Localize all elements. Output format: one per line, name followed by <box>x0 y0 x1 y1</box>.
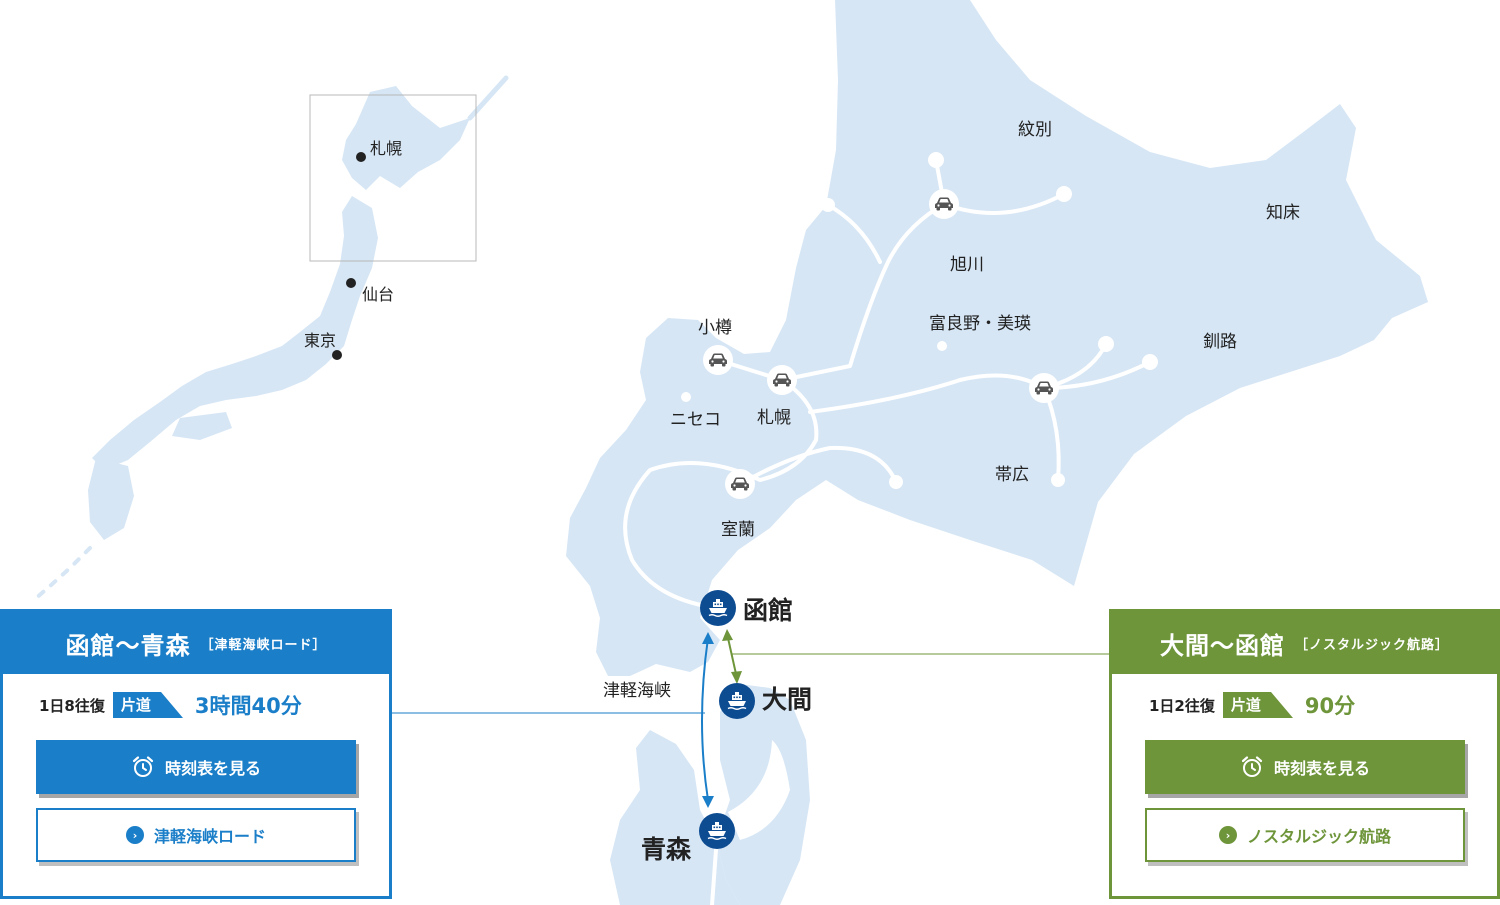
road-hakodate-loop <box>623 378 819 610</box>
route-panel-header: 函館～青森 ［津軽海峡ロード］ <box>3 612 389 674</box>
overview-kuril-islands <box>467 75 509 121</box>
route-frequency: 1日8往復 <box>39 696 105 715</box>
junction-dot <box>1098 336 1114 352</box>
arrowhead-green-top <box>722 629 733 641</box>
chevron-right-icon: › <box>125 826 144 844</box>
port-markers: 函館 大間 青森 <box>641 590 812 864</box>
arrowhead-green-bottom <box>731 671 742 684</box>
chevron-right-icon: › <box>1218 826 1237 844</box>
place-label-asahikawa: 旭川 <box>950 255 984 275</box>
junction-dot <box>928 152 944 168</box>
overview-city-dot <box>332 350 342 360</box>
mutsu-bay <box>728 740 790 840</box>
ferry-route-oma-hakodate <box>727 637 737 675</box>
car-marker-muroran <box>725 469 755 499</box>
route-link-button[interactable]: › ノスタルジック航路 <box>1145 808 1465 862</box>
place-label-tsugaru-strait: 津軽海峡 <box>603 681 671 701</box>
port-label-aomori: 青森 <box>641 835 692 864</box>
car-marker-obihiro <box>1029 373 1059 403</box>
overview-map: 札幌 仙台 東京 <box>32 75 509 602</box>
port-marker-aomori <box>699 813 735 849</box>
junction-dot <box>1051 473 1065 487</box>
timetable-button[interactable]: 時刻表を見る <box>1145 740 1465 794</box>
route-panel-oma-hakodate: 大間～函館 ［ノスタルジック航路］ 1日2往復 片道 90分 時刻表を見る › … <box>1109 609 1500 899</box>
junction-dot <box>889 475 903 489</box>
place-label-shiretoko: 知床 <box>1266 203 1300 223</box>
car-marker-asahikawa <box>929 189 959 219</box>
route-subtitle: ［津軽海峡ロード］ <box>200 637 327 653</box>
place-label-obihiro: 帯広 <box>995 465 1029 485</box>
arrowhead-blue-bottom <box>702 796 714 808</box>
ferry-routes <box>392 629 1109 808</box>
overview-city-label: 仙台 <box>362 285 394 304</box>
place-label-monbetsu: 紋別 <box>1018 120 1052 140</box>
junctions <box>821 152 1158 489</box>
junction-dot <box>1056 186 1072 202</box>
overview-city-label: 札幌 <box>370 139 402 158</box>
port-marker-oma <box>719 683 755 719</box>
place-label-niseko: ニセコ <box>670 410 721 430</box>
junction-dot <box>1142 354 1158 370</box>
place-label-sapporo: 札幌 <box>757 408 791 428</box>
port-label-hakodate: 函館 <box>743 596 793 625</box>
junction-dot <box>821 198 835 212</box>
route-subtitle: ［ノスタルジック航路］ <box>1294 637 1449 653</box>
route-duration: 90分 <box>1304 694 1356 718</box>
overview-ryukyu-islands <box>32 546 92 602</box>
route-link-button[interactable]: › 津軽海峡ロード <box>36 808 356 862</box>
route-panel-header: 大間～函館 ［ノスタルジック航路］ <box>1112 612 1497 674</box>
port-marker-hakodate <box>700 590 736 626</box>
place-dot <box>681 392 691 402</box>
road-aomori-south <box>710 848 718 905</box>
place-labels: 紋別 知床 旭川 富良野・美瑛 釧路 小樽 ニセコ 札幌 帯広 室蘭 津軽海峡 <box>603 120 1300 701</box>
route-info: 1日8往復 片道 3時間40分 <box>3 674 389 736</box>
road-muroran-link <box>738 445 898 486</box>
place-label-muroran: 室蘭 <box>721 520 755 540</box>
overview-city-dot <box>346 278 356 288</box>
arrowhead-blue-top <box>702 632 714 644</box>
overview-city-dot <box>356 152 366 162</box>
hokkaido-land <box>566 0 1428 676</box>
ferry-route-hakodate-aomori <box>701 637 709 801</box>
overview-honshu <box>92 196 378 470</box>
overview-highlight-box <box>309 94 477 262</box>
timetable-button[interactable]: 時刻表を見る <box>36 740 356 794</box>
route-link-label: ノスタルジック航路 <box>1246 827 1391 846</box>
route-link-label: 津軽海峡ロード <box>153 827 266 846</box>
overview-kyushu <box>88 458 134 540</box>
route-title: 大間～函館 <box>1159 631 1285 660</box>
place-label-kushiro: 釧路 <box>1203 332 1237 352</box>
timetable-button-label: 時刻表を見る <box>1273 759 1370 778</box>
route-title: 函館～青森 <box>65 631 191 660</box>
overview-hokkaido <box>342 86 470 190</box>
timetable-button-label: 時刻表を見る <box>164 759 261 778</box>
alarm-clock-icon <box>132 756 154 777</box>
one-way-tag: 片道 <box>112 692 183 718</box>
road-sapporo-asahikawa <box>716 192 1066 382</box>
car-markers <box>703 189 1059 499</box>
overview-city-label: 東京 <box>304 331 336 350</box>
car-marker-otaru <box>703 345 733 375</box>
roads <box>623 158 1152 905</box>
one-way-tag: 片道 <box>1222 692 1293 718</box>
route-panel-hakodate-aomori: 函館～青森 ［津軽海峡ロード］ 1日8往復 片道 3時間40分 時刻表を見る ›… <box>0 609 392 899</box>
place-label-otaru: 小樽 <box>698 318 732 338</box>
route-info: 1日2往復 片道 90分 <box>1112 674 1497 736</box>
place-dot <box>937 341 947 351</box>
overview-shikoku <box>172 412 232 440</box>
route-frequency: 1日2往復 <box>1149 696 1215 715</box>
route-duration: 3時間40分 <box>194 694 302 718</box>
alarm-clock-icon <box>1241 756 1263 777</box>
tsugaru-land <box>610 730 740 905</box>
place-label-furano-biei: 富良野・美瑛 <box>929 314 1031 334</box>
road-sapporo-obihiro <box>808 360 1152 414</box>
road-western-branch <box>826 203 882 264</box>
port-label-oma: 大間 <box>762 685 812 714</box>
car-marker-sapporo <box>767 365 797 395</box>
land <box>566 0 1428 905</box>
